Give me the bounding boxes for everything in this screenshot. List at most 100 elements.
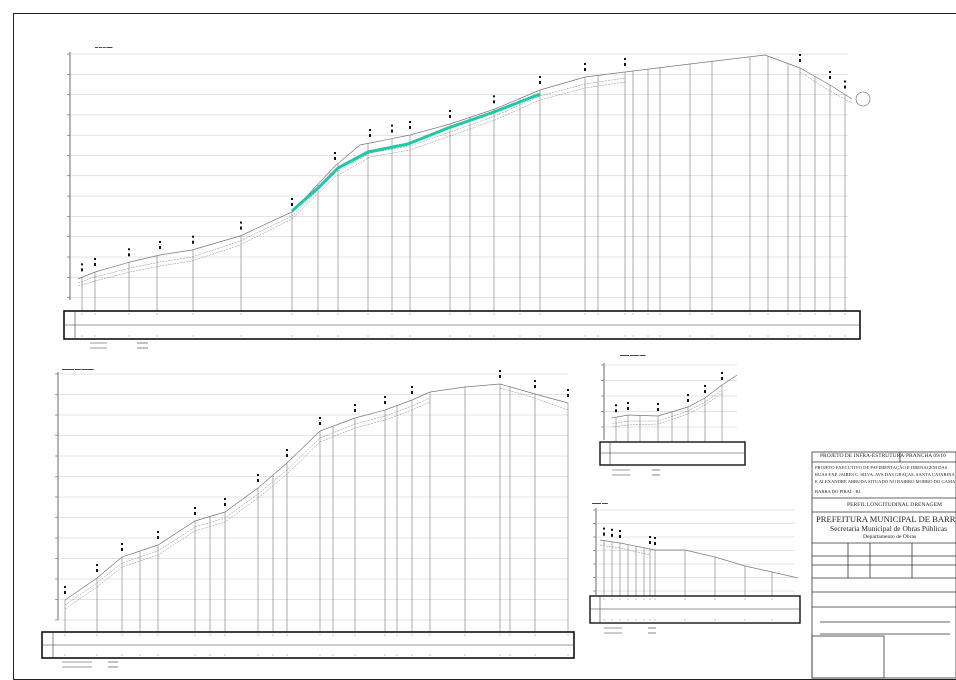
manhole-label	[391, 124, 393, 127]
manhole-symbol	[194, 512, 196, 515]
manhole-label	[291, 198, 293, 200]
profile-small-right	[589, 508, 801, 634]
profile-top-left	[63, 52, 871, 349]
manhole-label	[94, 258, 96, 260]
project-description-line-2: RUAS EXP. JAIRES C. SILVA, AVS DAS GRAÇA…	[815, 472, 955, 477]
sheet-code: PRANCHA 09/16	[906, 453, 946, 459]
manhole-symbol	[844, 85, 846, 89]
manhole-label	[539, 76, 541, 78]
manhole-label	[334, 152, 336, 154]
manhole-label	[704, 385, 706, 387]
manhole-label	[128, 248, 130, 251]
manhole-label	[257, 474, 259, 476]
manhole-label	[615, 404, 617, 407]
manhole-symbol	[354, 409, 356, 412]
manhole-symbol	[627, 407, 629, 410]
manhole-label	[603, 527, 605, 530]
manhole-symbol	[539, 81, 541, 84]
manhole-symbol	[96, 569, 98, 572]
manhole-symbol	[291, 203, 293, 206]
manhole-symbol	[799, 59, 801, 62]
manhole-symbol	[409, 126, 411, 129]
secretariat-name: Secretaria Municipal de Obras Públicas	[830, 524, 947, 533]
manhole-label	[81, 263, 83, 266]
manhole-symbol	[286, 454, 288, 457]
manhole-label	[799, 54, 801, 56]
manhole-label	[649, 536, 651, 538]
manhole-symbol	[829, 76, 831, 79]
manhole-label	[319, 417, 321, 419]
manhole-symbol	[687, 399, 689, 402]
manhole-symbol	[493, 100, 495, 104]
manhole-symbol	[319, 422, 321, 425]
manhole-label	[157, 531, 159, 533]
profile-mid-right	[599, 363, 746, 476]
manhole-symbol	[603, 532, 605, 536]
manhole-label	[194, 507, 196, 509]
manhole-symbol	[94, 263, 96, 266]
manhole-symbol	[81, 268, 83, 272]
manhole-label	[567, 389, 569, 391]
manhole-label	[654, 537, 656, 539]
manhole-symbol	[654, 542, 656, 545]
manhole-symbol	[704, 390, 706, 393]
manhole-symbol	[499, 375, 501, 378]
profile-bottom-left-caption: ▬▬▬▬ ▬▬ ▬▬▬▬	[62, 367, 94, 371]
manhole-label	[624, 58, 626, 60]
manhole-label	[409, 121, 411, 123]
manhole-label	[96, 564, 98, 566]
manhole-symbol	[721, 377, 723, 380]
manhole-symbol	[534, 385, 536, 388]
manhole-symbol	[391, 129, 393, 133]
manhole-label	[534, 380, 536, 382]
manhole-label	[627, 402, 629, 404]
manhole-label	[493, 95, 495, 98]
manhole-symbol	[257, 479, 259, 482]
manhole-symbol	[224, 503, 226, 506]
manhole-label	[384, 396, 386, 398]
manhole-symbol	[64, 591, 66, 594]
manhole-label	[619, 530, 621, 532]
manhole-symbol	[192, 240, 194, 244]
manhole-label	[687, 394, 689, 396]
manhole-label	[192, 235, 194, 238]
manhole-symbol	[334, 157, 336, 160]
manhole-label	[411, 386, 413, 388]
manhole-symbol	[567, 394, 569, 397]
manhole-label	[240, 221, 242, 224]
profile-top-left-caption: ▬ ▬ ▬ ▬▬	[95, 45, 113, 49]
manhole-symbol	[584, 68, 586, 71]
profile-small-right-caption: ▬▬▬ ▬▬	[592, 501, 608, 505]
project-label: PROJETO DE INFRA-ESTRUTURA	[820, 453, 905, 459]
manhole-symbol	[449, 115, 451, 118]
manhole-label	[354, 404, 356, 406]
profile-bottom-left	[41, 370, 575, 668]
manhole-label	[449, 110, 451, 112]
manhole-label	[611, 528, 613, 531]
manhole-symbol	[657, 408, 659, 411]
profile-mid-right-caption: ▬▬▬ ▬▬▬ ▬▬	[620, 353, 646, 357]
manhole-label	[369, 129, 371, 131]
project-description-line-3: E ALEXANDRE ARRUDA SITUADO NO BAIRRO MOR…	[815, 479, 956, 484]
manhole-symbol	[611, 533, 613, 537]
manhole-symbol	[411, 391, 413, 394]
manhole-symbol	[615, 409, 617, 413]
manhole-symbol	[619, 535, 621, 538]
location: BARRA DO PIRAÍ - RJ.	[815, 489, 862, 494]
manhole-symbol	[624, 63, 626, 66]
manhole-label	[224, 498, 226, 500]
manhole-symbol	[128, 253, 130, 257]
drawing-title: PERFIL LONGITUDINAL DRENAGEM	[847, 502, 942, 508]
manhole-symbol	[159, 246, 161, 249]
manhole-label	[829, 71, 831, 73]
manhole-symbol	[369, 134, 371, 137]
manhole-label	[64, 586, 66, 588]
manhole-label	[657, 403, 659, 405]
manhole-label	[159, 241, 161, 243]
prefecture-name: PREFEITURA MUNICIPAL DE BARRA DO PIRAÍ	[816, 514, 956, 524]
department-name: Departamento de Obras	[863, 534, 917, 540]
manhole-label	[499, 370, 501, 372]
manhole-symbol	[384, 401, 386, 404]
